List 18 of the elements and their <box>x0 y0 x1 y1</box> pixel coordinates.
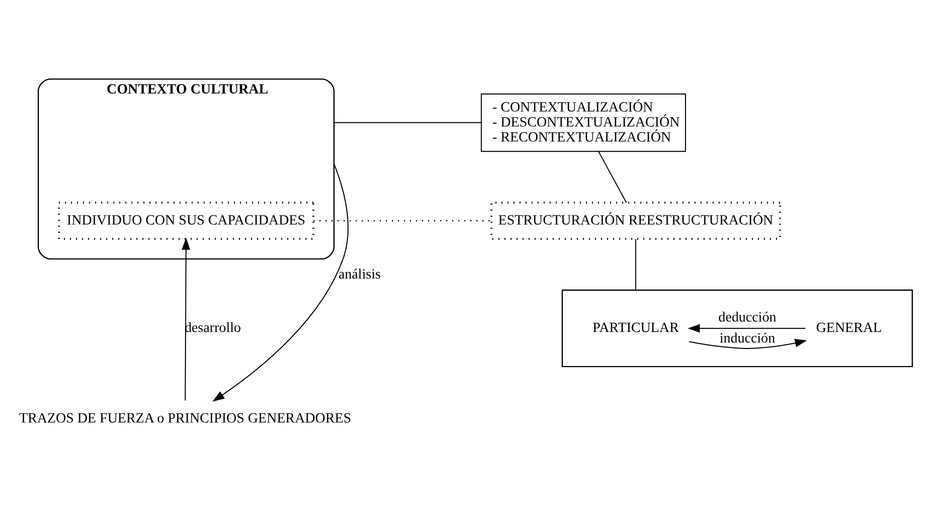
cluster <box>562 290 913 368</box>
arrow <box>212 164 349 402</box>
node-box: - CONTEXTUALIZACIÓN - DESCONTEXTUALIZACIÓN - RECONTEXTUALIZACIÓN <box>480 94 686 152</box>
arrow <box>688 338 808 349</box>
edge-label: inducción <box>720 330 776 347</box>
node-text: PARTICULAR <box>592 320 679 336</box>
arrow <box>688 324 806 333</box>
node-text: GENERAL <box>816 320 882 336</box>
arrow <box>182 238 190 400</box>
connector <box>598 151 627 203</box>
node-text: TRAZOS DE FUERZA o PRINCIPIOS GENERADORES <box>19 410 352 427</box>
node-box: INDIVIDUO CON SUS CAPACIDADES <box>58 202 314 240</box>
node-box: ESTRUCTURACIÓN REESTRUCTURACIÓN <box>490 202 782 240</box>
connector <box>635 239 636 290</box>
edge-label: deducción <box>718 310 776 326</box>
edge-label: análisis <box>338 266 381 282</box>
connector <box>334 122 482 124</box>
connector <box>313 220 492 222</box>
